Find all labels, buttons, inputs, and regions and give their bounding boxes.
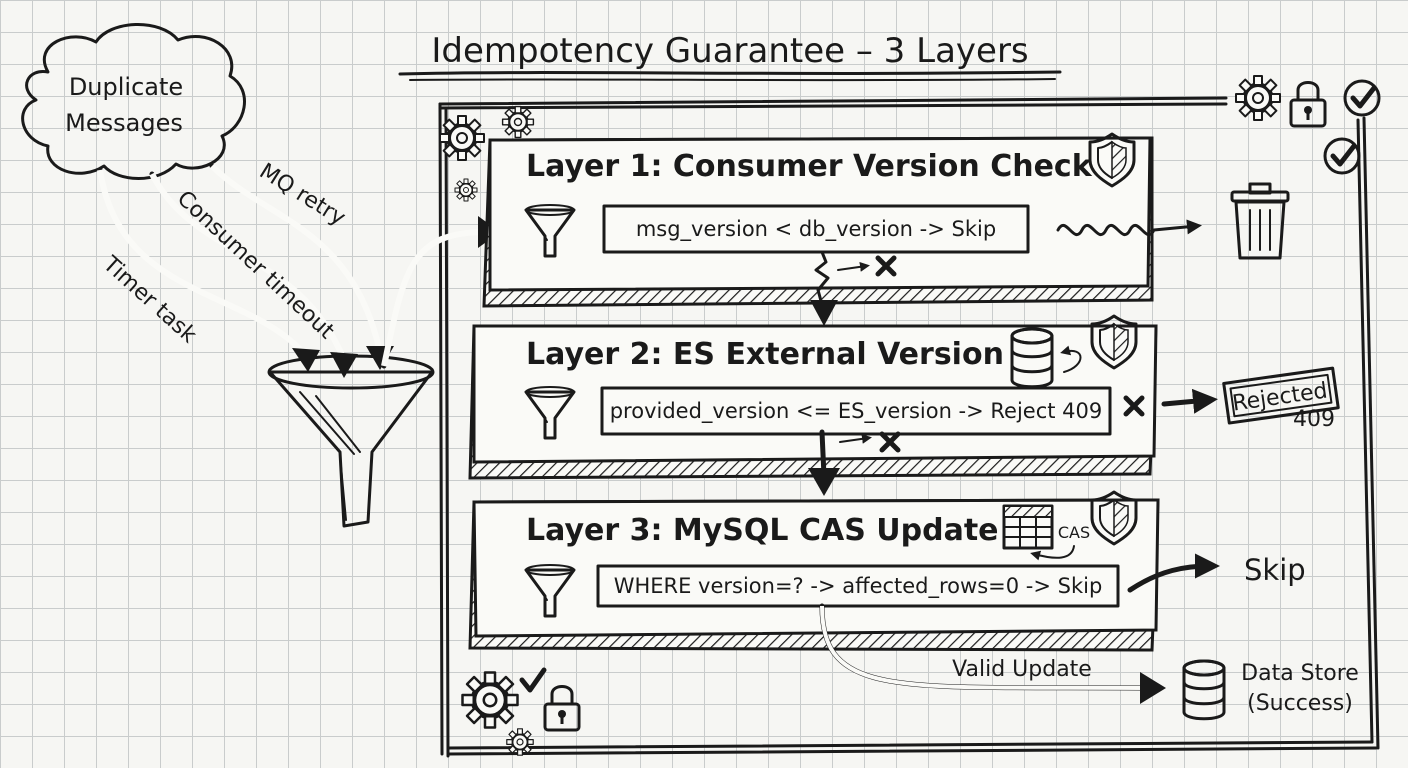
layer-3-panel <box>468 498 1160 652</box>
data-store-line2: (Success) <box>1247 691 1353 716</box>
layer-2-title: Layer 2: ES External Version <box>526 337 1004 372</box>
gear-icon <box>1234 74 1282 122</box>
rejected-stamp <box>1222 366 1340 425</box>
trash-icon <box>1230 182 1290 260</box>
layer-1-skip-arrow <box>1056 219 1202 237</box>
layer-2-reject-arrow <box>1161 388 1218 414</box>
layer-3-rule: WHERE version=? -> affected_rows=0 -> Sk… <box>614 574 1103 599</box>
layer-2-panel <box>468 324 1158 480</box>
gear-icon <box>438 114 486 162</box>
gear-icon <box>454 178 478 202</box>
layer-2-block-arrow <box>839 433 872 444</box>
duplicate-messages-cloud: Duplicate Messages <box>21 23 246 180</box>
layer-3-skip-arrow <box>1127 553 1220 593</box>
data-store-line1: Data Store <box>1241 661 1359 686</box>
cloud-label-line1: Duplicate <box>69 73 183 101</box>
layer-3-title: Layer 3: MySQL CAS Update <box>526 513 999 548</box>
checkmark-icon <box>1345 81 1379 115</box>
database-icon <box>1182 659 1226 721</box>
db-loop-arrow <box>1060 345 1082 373</box>
path-label-timer-task: Timer task <box>97 251 201 348</box>
skip-label: Skip <box>1244 553 1306 587</box>
layer-1-rule-box <box>602 204 1030 254</box>
layer-2-pass-arrowhead <box>808 468 840 496</box>
diagram-title: Idempotency Guarantee – 3 Layers <box>431 31 1028 71</box>
layer-3-rule-box <box>596 564 1120 608</box>
layer-2-rule: provided_version <= ES_version -> Reject… <box>610 399 1103 424</box>
layer-1-pass-arrowhead <box>810 300 838 326</box>
checkmark-icon <box>519 667 547 693</box>
cas-loop-arrow <box>1030 545 1075 561</box>
layer-2-rule-box <box>600 386 1112 436</box>
cloud-label-line2: Messages <box>65 109 183 137</box>
rejected-code: 409 <box>1293 407 1335 432</box>
valid-update-arrowhead <box>1140 672 1166 704</box>
checkmark-icon <box>1325 139 1359 173</box>
lock-icon <box>543 685 581 732</box>
outer-frame <box>438 96 1380 758</box>
lock-icon <box>1289 81 1327 128</box>
title-underline-2 <box>409 78 1056 82</box>
valid-update-label: Valid Update <box>952 657 1092 682</box>
gear-icon <box>501 105 535 139</box>
path-label-mq-retry: MQ retry <box>255 159 350 231</box>
retry-path-arrows <box>97 163 394 378</box>
title-underline <box>398 70 1062 76</box>
layer-1-title: Layer 1: Consumer Version Check <box>526 149 1093 184</box>
layer-1-block-arrow <box>837 261 870 272</box>
gear-icon <box>505 727 535 757</box>
table-icon <box>1002 504 1054 550</box>
layer-1-rule: msg_version < db_version -> Skip <box>636 217 996 242</box>
gear-icon <box>460 670 520 730</box>
layer-3-cas-note: CAS <box>1058 523 1090 542</box>
intake-funnel <box>267 216 500 528</box>
layer-1-pass-arrow <box>814 250 830 314</box>
